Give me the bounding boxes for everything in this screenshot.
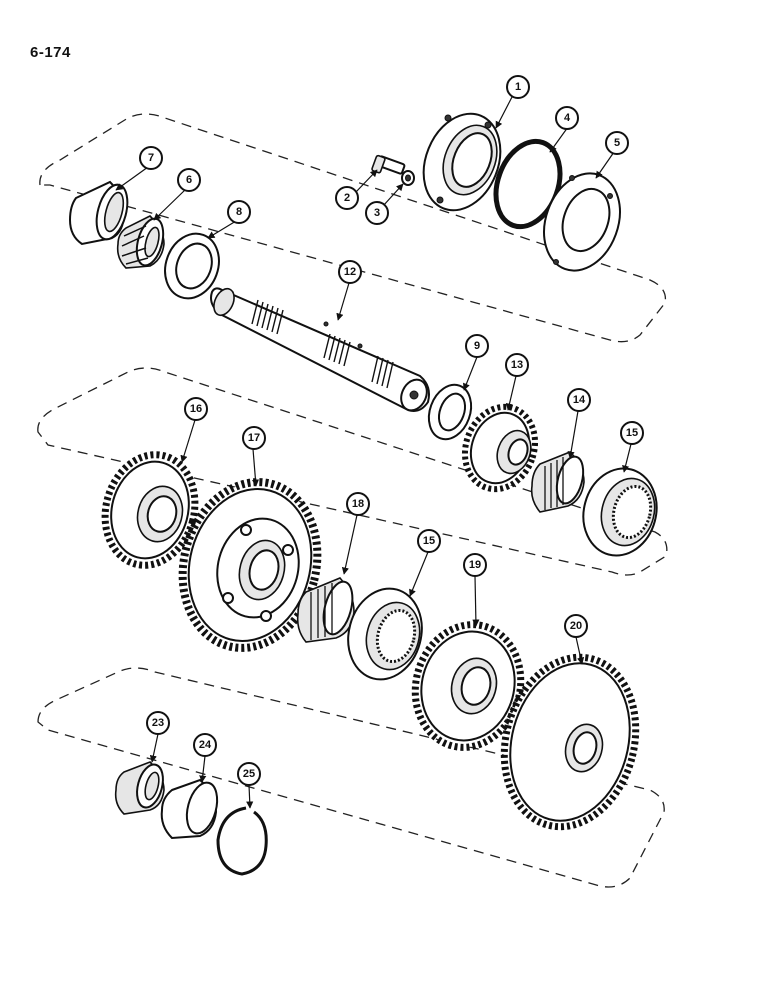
callout-7: 7 — [139, 146, 163, 170]
part-16-gear — [101, 451, 199, 569]
callout-9: 9 — [465, 334, 489, 358]
part-8-thrust-washer — [164, 232, 220, 300]
part-15-sync-ring-lower — [347, 587, 423, 681]
group-outline-bottom — [37, 667, 665, 888]
part-20-large-gear — [500, 653, 640, 831]
part-19-gear — [411, 621, 525, 751]
callout-13: 13 — [505, 353, 529, 377]
part-1-bearing-retainer — [422, 112, 502, 212]
callout-5: 5 — [605, 131, 629, 155]
part-2-bolt — [371, 154, 406, 175]
part-3-washer — [401, 170, 415, 186]
svg-text:15: 15 — [626, 427, 638, 439]
svg-text:14: 14 — [573, 394, 586, 406]
part-23-bearing-cone — [114, 761, 165, 815]
callout-18: 18 — [346, 492, 370, 516]
svg-text:9: 9 — [474, 340, 480, 352]
svg-text:20: 20 — [570, 620, 582, 632]
part-18-needle-bearing — [296, 577, 355, 643]
svg-text:8: 8 — [236, 206, 242, 218]
svg-text:6: 6 — [186, 174, 192, 186]
callout-3: 3 — [365, 201, 389, 225]
svg-text:25: 25 — [243, 768, 255, 780]
callout-17: 17 — [242, 426, 266, 450]
part-5-gasket — [543, 172, 621, 272]
part-17-large-gear — [178, 478, 322, 652]
svg-text:23: 23 — [152, 717, 164, 729]
callout-8: 8 — [227, 200, 251, 224]
svg-text:4: 4 — [564, 112, 571, 124]
part-7-bearing-cup — [68, 180, 129, 246]
callout-6: 6 — [177, 168, 201, 192]
part-9-washer — [427, 383, 473, 441]
part-12-shaft — [210, 287, 430, 412]
callout-15-lower: 15 — [417, 529, 441, 553]
part-25-snap-ring — [216, 806, 268, 876]
svg-text:19: 19 — [469, 559, 481, 571]
group-outline-top — [39, 113, 667, 343]
svg-text:17: 17 — [248, 432, 260, 444]
part-14-needle-bearing — [530, 451, 585, 513]
svg-text:12: 12 — [344, 266, 356, 278]
svg-text:5: 5 — [614, 137, 620, 149]
callout-leaders — [115, 96, 632, 809]
part-15-sync-ring-upper — [582, 467, 658, 557]
callout-25: 25 — [237, 762, 261, 786]
part-24-bearing-cup — [160, 778, 219, 840]
callout-16: 16 — [184, 397, 208, 421]
svg-text:1: 1 — [515, 81, 521, 93]
callout-12: 12 — [338, 260, 362, 284]
svg-text:24: 24 — [199, 739, 212, 751]
page-number: 6-174 — [30, 44, 71, 61]
svg-text:16: 16 — [190, 403, 202, 415]
svg-text:2: 2 — [344, 192, 350, 204]
svg-text:18: 18 — [352, 498, 364, 510]
svg-text:7: 7 — [148, 152, 154, 164]
callout-4: 4 — [555, 106, 579, 130]
svg-text:3: 3 — [374, 207, 380, 219]
svg-text:15: 15 — [423, 535, 435, 547]
part-13-gear — [461, 403, 539, 493]
callout-24: 24 — [193, 733, 217, 757]
svg-text:13: 13 — [511, 359, 523, 371]
callout-15-upper: 15 — [620, 421, 644, 445]
callout-19: 19 — [463, 553, 487, 577]
group-outline-middle — [37, 367, 668, 576]
part-6-bearing-cone — [116, 215, 165, 269]
callout-2: 2 — [335, 186, 359, 210]
callout-23: 23 — [146, 711, 170, 735]
callout-20: 20 — [564, 614, 588, 638]
callout-14: 14 — [567, 388, 591, 412]
callout-1: 1 — [506, 75, 530, 99]
